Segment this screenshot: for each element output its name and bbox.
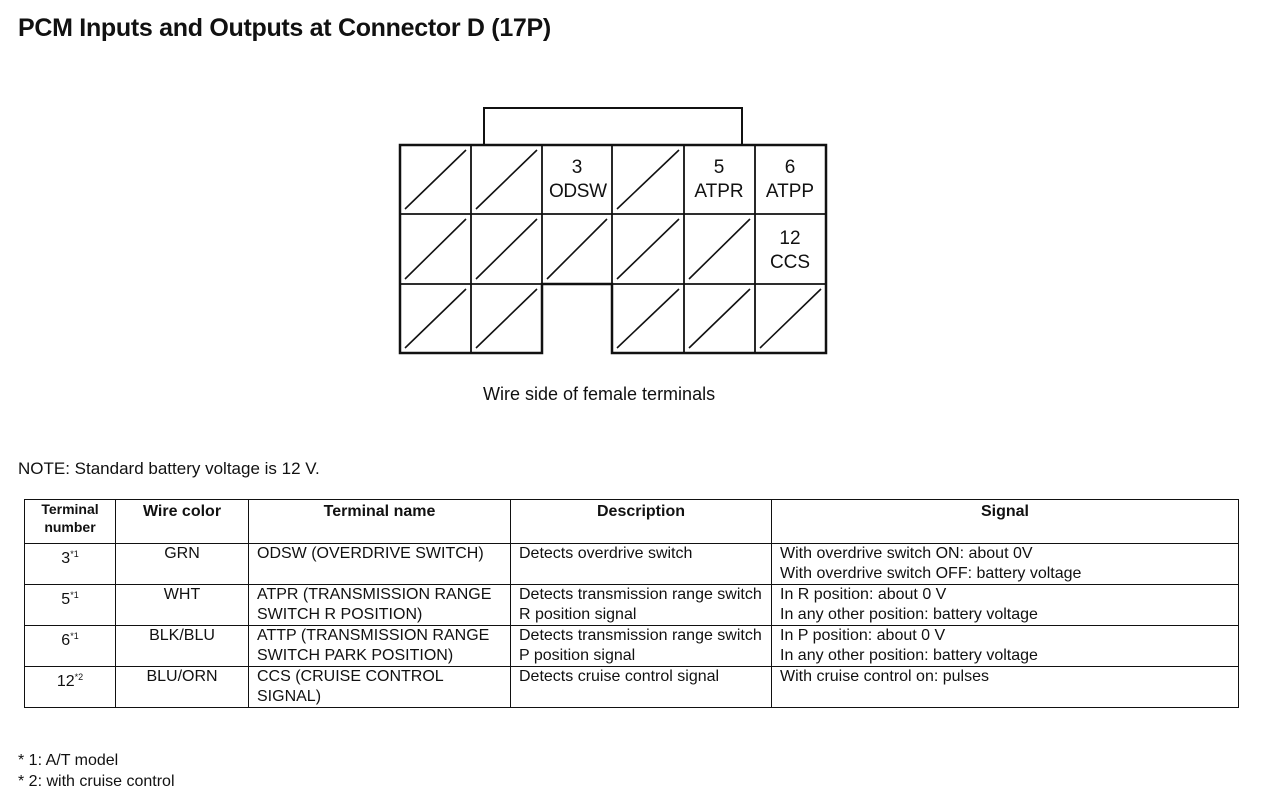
header-description: Description (510, 499, 772, 544)
terminal-number-cell: 3*1 (24, 543, 116, 585)
note-mark: *1 (70, 549, 79, 559)
pin-12-name: CCS (770, 252, 810, 273)
connector-latch (483, 107, 743, 145)
footnote-2: * 2: with cruise control (18, 773, 175, 790)
signal-cell: With cruise control on: pulses (771, 666, 1239, 708)
battery-note: NOTE: Standard battery voltage is 12 V. (18, 459, 320, 478)
wire-color-cell: BLU/ORN (115, 666, 249, 708)
pin-12-number: 12 (779, 228, 800, 249)
description-cell: Detects transmission range switch P posi… (510, 625, 772, 667)
table-header-row: Terminal number Wire color Terminal name… (24, 499, 1239, 544)
terminal-number-cell: 5*1 (24, 584, 116, 626)
pin-6-number: 6 (785, 157, 796, 178)
note-mark: *2 (74, 672, 84, 682)
pin-5-name: ATPR (694, 181, 743, 202)
pin-3-name: ODSW (549, 181, 607, 202)
description-cell: Detects cruise control signal (510, 666, 772, 708)
header-wire-color: Wire color (115, 499, 249, 544)
signal-cell: In R position: about 0 V In any other po… (771, 584, 1239, 626)
wire-color-cell: WHT (115, 584, 249, 626)
wire-color-cell: BLK/BLU (115, 625, 249, 667)
table-row: 5*1 WHT ATPR (TRANSMISSION RANGE SWITCH … (24, 584, 1239, 626)
signal-cell: With overdrive switch ON: about 0V With … (771, 543, 1239, 585)
description-cell: Detects transmission range switch R posi… (510, 584, 772, 626)
table-row: 12*2 BLU/ORN CCS (CRUISE CONTROL SIGNAL)… (24, 666, 1239, 708)
table-row: 6*1 BLK/BLU ATTP (TRANSMISSION RANGE SWI… (24, 625, 1239, 667)
connector-diagram: 3 ODSW 5 ATPR 6 ATPP 12 CCS (398, 107, 828, 355)
pin-5-number: 5 (714, 157, 725, 178)
header-terminal-name: Terminal name (248, 499, 511, 544)
connector-caption: Wire side of female terminals (483, 384, 716, 404)
description-cell: Detects overdrive switch (510, 543, 772, 585)
pin-6-name: ATPP (766, 181, 814, 202)
connector-grid (400, 145, 826, 353)
wire-color-cell: GRN (115, 543, 249, 585)
terminal-name-cell: CCS (CRUISE CONTROL SIGNAL) (248, 666, 511, 708)
signal-cell: In P position: about 0 V In any other po… (771, 625, 1239, 667)
terminal-number-cell: 6*1 (24, 625, 116, 667)
page-title: PCM Inputs and Outputs at Connector D (1… (18, 14, 551, 42)
terminal-name-cell: ATPR (TRANSMISSION RANGE SWITCH R POSITI… (248, 584, 511, 626)
footnotes: * 1: A/T model * 2: with cruise control (18, 750, 175, 792)
header-signal: Signal (771, 499, 1239, 544)
note-mark: *1 (70, 590, 79, 600)
table-row: 3*1 GRN ODSW (OVERDRIVE SWITCH) Detects … (24, 543, 1239, 585)
pin-3-number: 3 (572, 157, 583, 178)
terminal-table: Terminal number Wire color Terminal name… (24, 499, 1239, 708)
unused-terminal-marks (404, 149, 822, 349)
connector-outline (398, 143, 828, 355)
footnote-1: * 1: A/T model (18, 752, 119, 769)
terminal-name-cell: ATTP (TRANSMISSION RANGE SWITCH PARK POS… (248, 625, 511, 667)
terminal-name-cell: ODSW (OVERDRIVE SWITCH) (248, 543, 511, 585)
terminal-number-cell: 12*2 (24, 666, 116, 708)
header-terminal-number: Terminal number (24, 499, 116, 544)
note-mark: *1 (70, 631, 79, 641)
